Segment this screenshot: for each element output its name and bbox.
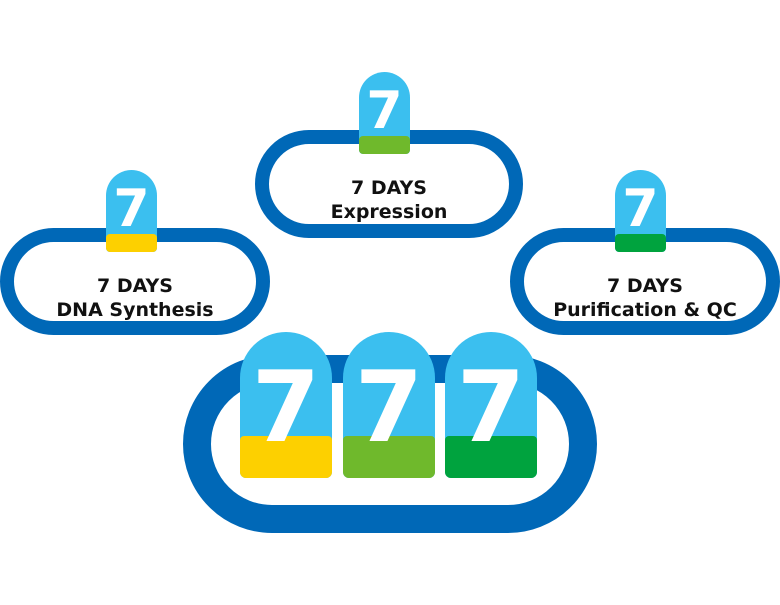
summary-badge-dna-synthesis: 7 xyxy=(240,332,332,478)
summary-badge-purification: 7 xyxy=(445,332,537,478)
badge-band xyxy=(240,436,332,478)
stage-expression-title: 7 DAYS xyxy=(351,177,427,199)
summary-digit: 7 xyxy=(354,351,424,465)
badge-band xyxy=(106,234,157,252)
days-number: 7 xyxy=(366,81,403,141)
days-number: 7 xyxy=(622,179,659,239)
summary-digit: 7 xyxy=(251,351,321,465)
stage-expression-badge: 7 xyxy=(359,72,410,154)
badge-band xyxy=(615,234,666,252)
badge-band xyxy=(445,436,537,478)
stage-dna-synthesis-badge: 7 xyxy=(106,170,157,252)
stage-purification-badge: 7 xyxy=(615,170,666,252)
summary-badge-expression: 7 xyxy=(343,332,435,478)
badge-band xyxy=(343,436,435,478)
stage-dna-synthesis-title: 7 DAYS xyxy=(97,275,173,297)
stage-purification-label: Purification & QC xyxy=(553,299,737,321)
summary-digit: 7 xyxy=(456,351,526,465)
stage-dna-synthesis-label: DNA Synthesis xyxy=(56,299,214,321)
stage-purification-title: 7 DAYS xyxy=(607,275,683,297)
days-number: 7 xyxy=(113,179,150,239)
stage-dna-synthesis-pill: 7 DAYS DNA Synthesis xyxy=(0,228,270,335)
badge-band xyxy=(359,136,410,154)
stage-expression-label: Expression xyxy=(330,201,448,223)
